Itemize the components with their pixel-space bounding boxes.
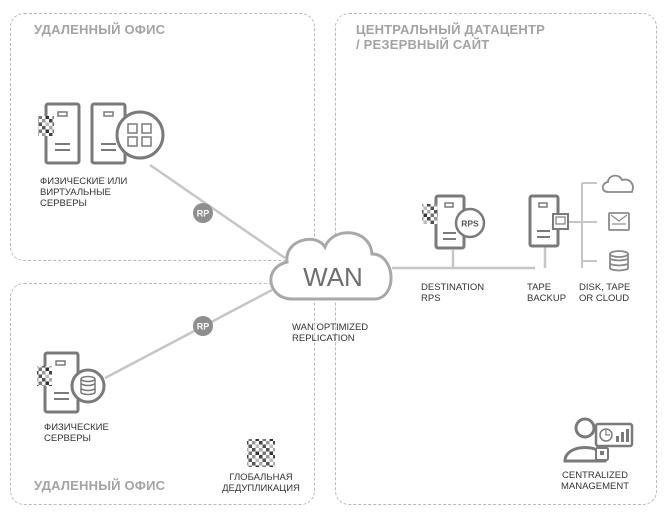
global-dedup-icon — [247, 439, 275, 467]
top-office-servers-icon — [44, 102, 127, 165]
dedup-mosaic-bottom-icon — [37, 366, 52, 386]
tape-cartridge-icon — [608, 212, 630, 231]
bottom-office-link — [104, 288, 273, 380]
remote-office-top-zone — [10, 13, 315, 261]
svg-text:WAN: WAN — [303, 262, 363, 292]
storage-options-label: DISK, TAPE OR CLOUD — [579, 282, 631, 304]
destination-rps-label: DESTINATION RPS — [421, 282, 485, 304]
centralized-management-label: CENTRALIZED MANAGEMENT — [560, 470, 630, 492]
wan-replication-label: WAN OPTIMIZED REPLICATION — [292, 322, 369, 344]
connection-lines — [104, 163, 597, 380]
remote-office-top-title: УДАЛЕННЫЙ ОФИС — [34, 22, 166, 37]
physical-servers-label: ФИЗИЧЕСКИЕ СЕРВЕРЫ — [44, 422, 109, 444]
global-dedup-label: ГЛОБАЛЬНАЯ ДЕДУПЛИКАЦИЯ — [222, 472, 300, 494]
database-icon — [70, 368, 106, 404]
cloud-storage-icon — [601, 174, 634, 193]
rps-badge: RPS — [454, 207, 486, 239]
remote-office-bottom-title: УДАЛЕННЫЙ ОФИС — [34, 478, 166, 493]
remote-office-bottom-zone — [10, 283, 315, 505]
top-office-link — [149, 163, 286, 260]
dedup-mosaic-rps-icon — [422, 204, 438, 224]
bottom-office-server-icon — [43, 351, 80, 414]
wan-cloud-icon: WAN — [269, 231, 393, 301]
virtual-machines-icon — [115, 110, 165, 160]
storage-bracket — [568, 182, 597, 268]
datacenter-title: ЦЕНТРАЛЬНЫЙ ДАТАЦЕНТР / РЕЗЕРВНЫЙ САЙТ — [356, 22, 545, 52]
rp-badge-top: RP — [193, 203, 213, 223]
dedup-mosaic-top-icon — [38, 116, 54, 136]
rp-badge-bottom: RP — [193, 316, 213, 336]
tape-drive-icon — [552, 213, 569, 230]
svg-text:RPS: RPS — [461, 219, 479, 229]
tape-backup-label: TAPE BACKUP — [527, 282, 567, 304]
disk-storage-icon — [609, 250, 629, 272]
centralized-management-icon — [563, 417, 634, 463]
svg-text:RP: RP — [197, 322, 210, 332]
physical-virtual-servers-label: ФИЗИЧЕСКИЕ ИЛИ ВИРТУАЛЬНЫЕ СЕРВЕРЫ — [40, 176, 128, 209]
tape-backup-server-icon — [528, 194, 560, 248]
svg-text:RP: RP — [197, 209, 210, 219]
